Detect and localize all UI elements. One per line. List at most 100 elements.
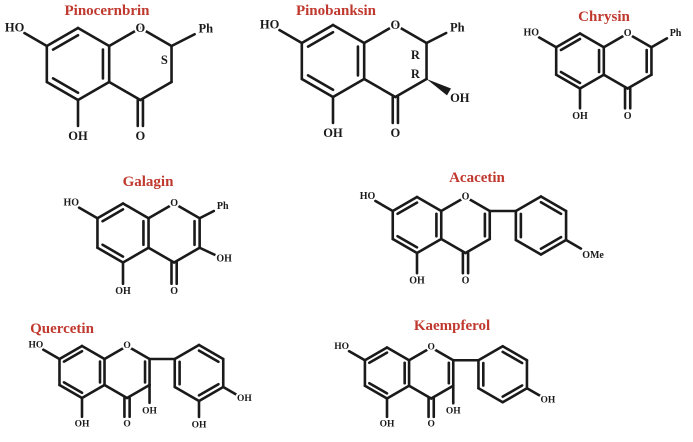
hydroxyl-label: OH [450, 91, 470, 105]
molecule-title: Galagin [123, 174, 175, 190]
ring-bond [539, 238, 568, 256]
substituent-bond [198, 209, 216, 220]
hydroxyl-label: OH [75, 419, 90, 429]
ring-bond [103, 344, 129, 361]
substituent-bond [23, 31, 49, 48]
double-bond [197, 382, 220, 397]
ring-bond [147, 202, 176, 220]
substituent-bond [347, 349, 367, 362]
hydroxyl-label: OH [446, 407, 461, 417]
carbonyl-oxygen-label: O [390, 126, 400, 140]
ring-bond [80, 383, 106, 400]
ring-oxygen-label: O [123, 341, 130, 351]
double-bond [368, 381, 389, 395]
ring-bond [362, 23, 397, 45]
double-bond [539, 201, 563, 216]
ring-bond [363, 384, 389, 400]
hydroxyl-label: OH [380, 419, 395, 429]
ring-bond [107, 26, 142, 48]
ring-bond [385, 346, 411, 362]
ring-bond [464, 195, 492, 213]
ring-bond [394, 23, 428, 45]
ring-bond [391, 195, 419, 213]
molecule-title: Pinocernbrin [65, 3, 151, 19]
ring-bond [363, 346, 389, 362]
ring-bond [139, 26, 173, 48]
ring-bond [477, 344, 504, 362]
ring-oxygen-label: O [624, 28, 632, 39]
ring-bond [172, 202, 201, 220]
carbonyl-oxygen-label: O [427, 419, 434, 429]
double-bond [396, 201, 419, 216]
ring-bond [45, 26, 80, 48]
ring-bond [80, 344, 106, 361]
molecule-title: Kaempferol [414, 318, 490, 334]
ring-bond [173, 343, 201, 361]
ring-bond [121, 246, 150, 264]
double-bond [62, 349, 84, 363]
double-bond [368, 351, 389, 365]
ring-bond [429, 384, 455, 400]
substituent-bond [77, 206, 99, 220]
hydroxyl-label: HO [334, 342, 349, 352]
ring-bond [300, 23, 335, 45]
ring-bond [501, 386, 529, 404]
ring-bond [407, 384, 433, 400]
ring-bond [103, 383, 129, 400]
hydroxyl-label: OH [323, 126, 343, 140]
ring-bond [125, 344, 151, 361]
stereo-descriptor: R [411, 67, 421, 81]
substituent-bond [537, 36, 558, 49]
ring-bond [331, 77, 366, 99]
ring-bond [147, 246, 176, 264]
ring-bond [602, 32, 629, 49]
ring-bond [514, 238, 543, 256]
ring-bond [415, 195, 443, 213]
phenyl-label: Ph [217, 201, 229, 212]
ring-bond [45, 80, 80, 102]
ring-bond [107, 80, 142, 102]
double-bond [501, 384, 524, 398]
ring-bond [197, 343, 225, 361]
hydroxyl-label: HO [523, 27, 539, 38]
molecule-title: Quercetin [30, 321, 95, 337]
ring-bond [58, 344, 84, 361]
ring-bond [429, 346, 455, 362]
double-bond [539, 235, 563, 250]
ring-bond [514, 195, 543, 213]
hydroxyl-label: OH [572, 111, 588, 122]
ring-bond [439, 237, 467, 255]
double-bond [396, 234, 419, 249]
ring-bond [394, 77, 428, 99]
stereo-descriptor: S [161, 53, 168, 67]
double-bond [62, 381, 84, 395]
ring-bond [477, 386, 504, 404]
hydroxyl-label: OH [115, 286, 131, 297]
stereo-descriptor: R [411, 48, 421, 62]
hydroxyl-label: HO [260, 17, 280, 31]
double-bond [306, 30, 335, 48]
substituent-bond [525, 386, 542, 398]
ring-bond [125, 383, 151, 400]
ring-bond [391, 237, 419, 255]
ring-bond [578, 32, 606, 49]
hydroxyl-label: HO [360, 191, 376, 202]
ring-oxygen-label: O [390, 18, 400, 32]
ring-bond [415, 237, 443, 255]
ring-bond [76, 26, 111, 48]
carbonyl-oxygen-label: O [170, 286, 178, 297]
substituent-bond [278, 28, 304, 45]
double-bond [306, 74, 335, 92]
substituent-bond [650, 37, 669, 49]
ring-bond [300, 77, 335, 99]
ring-bond [96, 202, 125, 220]
ring-bond [76, 80, 111, 102]
ring-bond [407, 346, 433, 362]
ring-oxygen-label: O [427, 343, 434, 353]
